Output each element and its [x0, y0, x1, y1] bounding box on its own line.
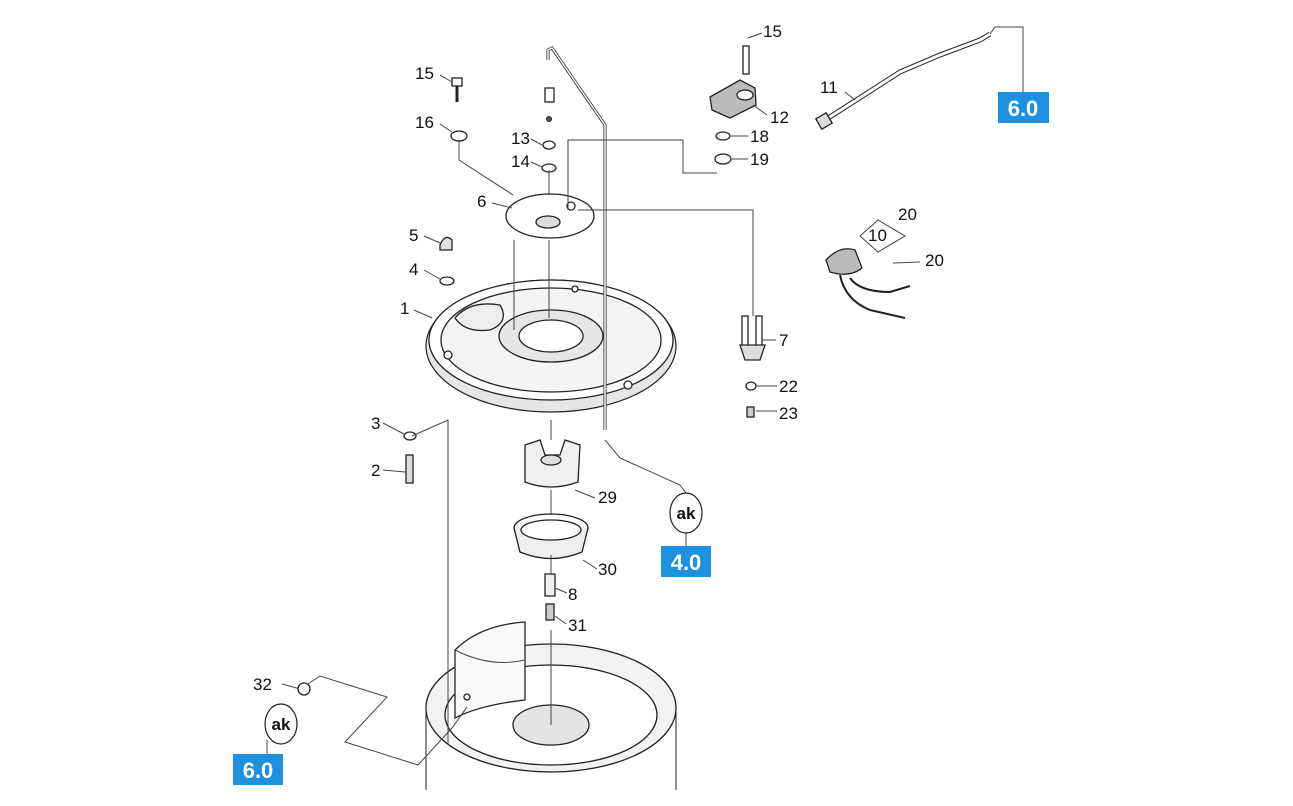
callout-20-top: 20: [898, 205, 917, 224]
callout-labels: 15 16 13 14 6 5 4 1 3 2 15 12 18 19 11 2…: [253, 22, 944, 694]
callout-12: 12: [770, 108, 789, 127]
sensor-cable: [814, 31, 992, 131]
base-plate: [425, 279, 677, 413]
callout-2: 2: [371, 461, 380, 480]
callout-29: 29: [598, 488, 617, 507]
ak-badge-bottom-left: ak: [264, 703, 298, 745]
callout-19: 19: [750, 150, 769, 169]
wiring-harness: [825, 248, 911, 319]
callout-10: 10: [868, 226, 887, 245]
callout-30: 30: [598, 560, 617, 579]
callout-4: 4: [409, 260, 418, 279]
ak-badge-middle: ak: [669, 492, 703, 534]
callout-22: 22: [779, 377, 798, 396]
callout-16: 16: [415, 113, 434, 132]
ak-badge-bottom-left-text: ak: [272, 715, 291, 734]
ignition-rod: [546, 46, 607, 430]
reference-6-0-top-right-label: 6.0: [1008, 96, 1039, 121]
callout-31: 31: [568, 616, 587, 635]
callout-15-right: 15: [763, 22, 782, 41]
callout-18: 18: [750, 127, 769, 146]
callout-14: 14: [511, 152, 530, 171]
callout-23: 23: [779, 404, 798, 423]
reference-6-0-top-right[interactable]: 6.0: [998, 92, 1049, 123]
leader-lines: [266, 26, 1024, 766]
callout-15-left: 15: [415, 64, 434, 83]
callout-7: 7: [779, 331, 788, 350]
callout-13: 13: [511, 129, 530, 148]
callout-6: 6: [477, 192, 486, 211]
callout-20-bottom: 20: [925, 251, 944, 270]
callout-3: 3: [371, 414, 380, 433]
swirl-plate: [524, 439, 581, 488]
small-hardware: [541, 87, 557, 173]
ring: [513, 513, 589, 560]
callout-1: 1: [400, 299, 409, 318]
callout-8: 8: [568, 585, 577, 604]
callout-32: 32: [253, 675, 272, 694]
reference-4-0-middle[interactable]: 4.0: [661, 546, 711, 577]
reference-4-0-middle-label: 4.0: [671, 550, 702, 575]
callout-11: 11: [820, 78, 838, 97]
cover-plate: [505, 193, 595, 239]
ak-badge-middle-text: ak: [677, 504, 696, 523]
nozzle: [544, 573, 556, 621]
ignition-block: [709, 45, 757, 165]
callout-5: 5: [409, 226, 418, 245]
reference-6-0-bottom-left-label: 6.0: [243, 758, 274, 783]
left-hardware: [403, 77, 468, 484]
reference-6-0-bottom-left[interactable]: 6.0: [233, 754, 283, 785]
electrodes: [739, 315, 766, 418]
